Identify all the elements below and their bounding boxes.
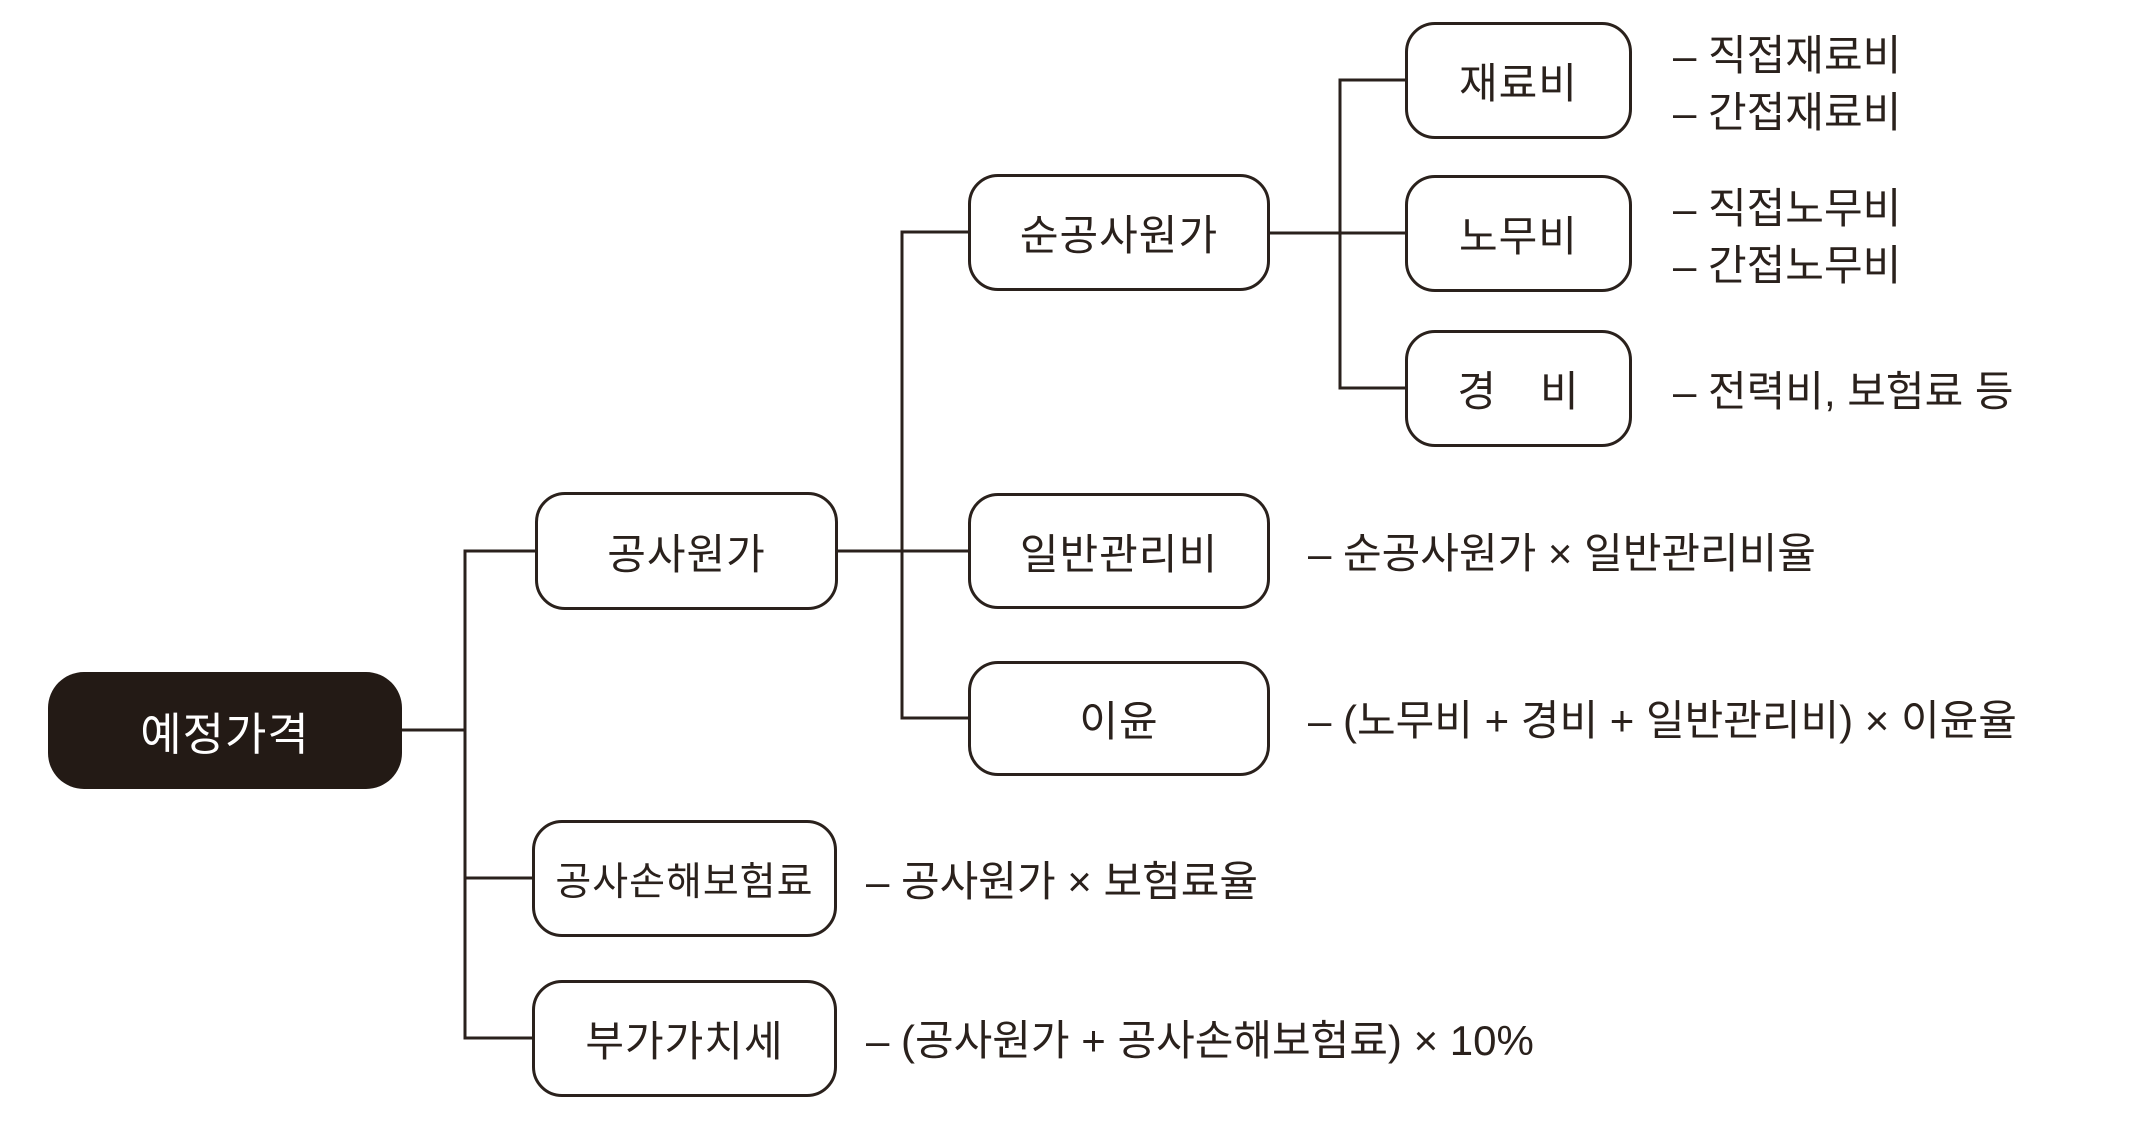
node-gyeongbi: 경 비 [1405,330,1632,447]
note-line: – 직접재료비 [1673,32,1902,79]
node-bugagachise: 부가가치세 [532,980,837,1097]
node-jaeryobi: 재료비 [1405,22,1632,139]
node-yejeong-gagyeok: 예정가격 [48,672,402,789]
note-line: – 직접노무비 [1673,185,1902,232]
note-bugagachise: – (공사원가 + 공사손해보험료) × 10% [866,1009,1534,1066]
note-ilban-gwanribi: – 순공사원가 × 일반관리비율 [1308,522,1816,579]
note-jaeryobi: – 직접재료비 – 간접재료비 [1673,24,1901,138]
connector-level2-spine [900,230,968,720]
node-gongsa-sonhae-boheomryo: 공사손해보험료 [532,820,837,937]
note-gyeongbi: – 전력비, 보험료 등 [1673,360,2014,417]
note-line: – 공사원가 × 보험료율 [866,858,1259,905]
connector-level3-spine [1338,78,1405,390]
note-line: – (공사원가 + 공사손해보험료) × 10% [866,1017,1534,1064]
node-gongsa-wonga: 공사원가 [535,492,838,610]
note-line: – 간접노무비 [1673,242,1902,289]
connector-level1-spine [463,549,535,1040]
note-line: – 간접재료비 [1673,89,1902,136]
note-line: – 순공사원가 × 일반관리비율 [1308,530,1816,577]
note-iyun: – (노무비 + 경비 + 일반관리비) × 이윤율 [1308,689,2017,746]
note-nomubi: – 직접노무비 – 간접노무비 [1673,177,1901,291]
node-ilban-gwanribi: 일반관리비 [968,493,1270,609]
node-nomubi: 노무비 [1405,175,1632,292]
node-iyun: 이윤 [968,661,1270,776]
note-line: – (노무비 + 경비 + 일반관리비) × 이윤율 [1308,697,2017,744]
note-gongsa-sonhae-boheomryo: – 공사원가 × 보험료율 [866,850,1258,907]
note-line: – 전력비, 보험료 등 [1673,368,2014,415]
node-sun-gongsa-wonga: 순공사원가 [968,174,1270,291]
